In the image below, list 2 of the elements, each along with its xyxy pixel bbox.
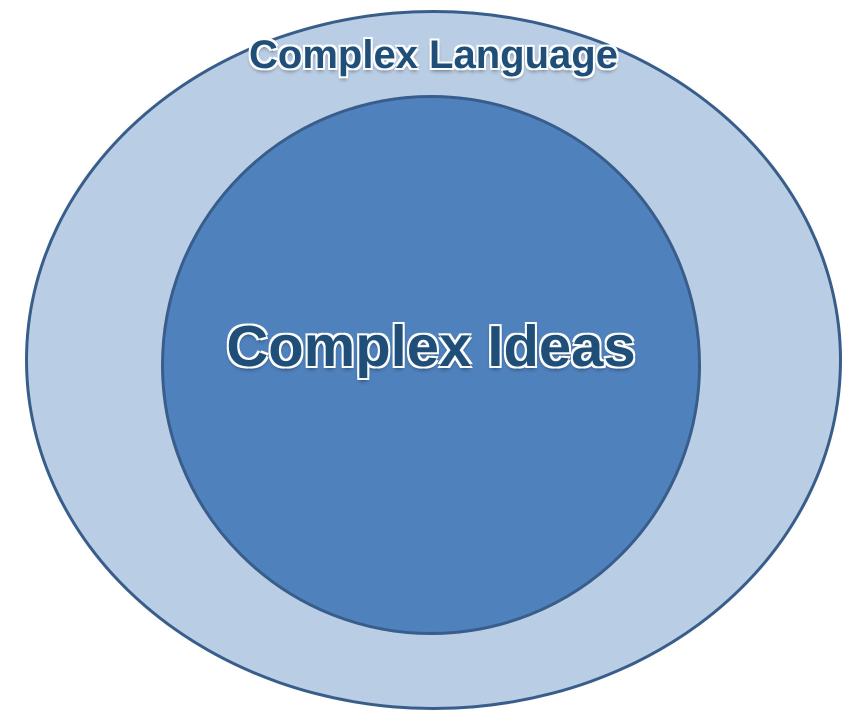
shape-label: Complex Language bbox=[249, 33, 618, 78]
shape-label: Complex Ideas bbox=[226, 313, 636, 380]
